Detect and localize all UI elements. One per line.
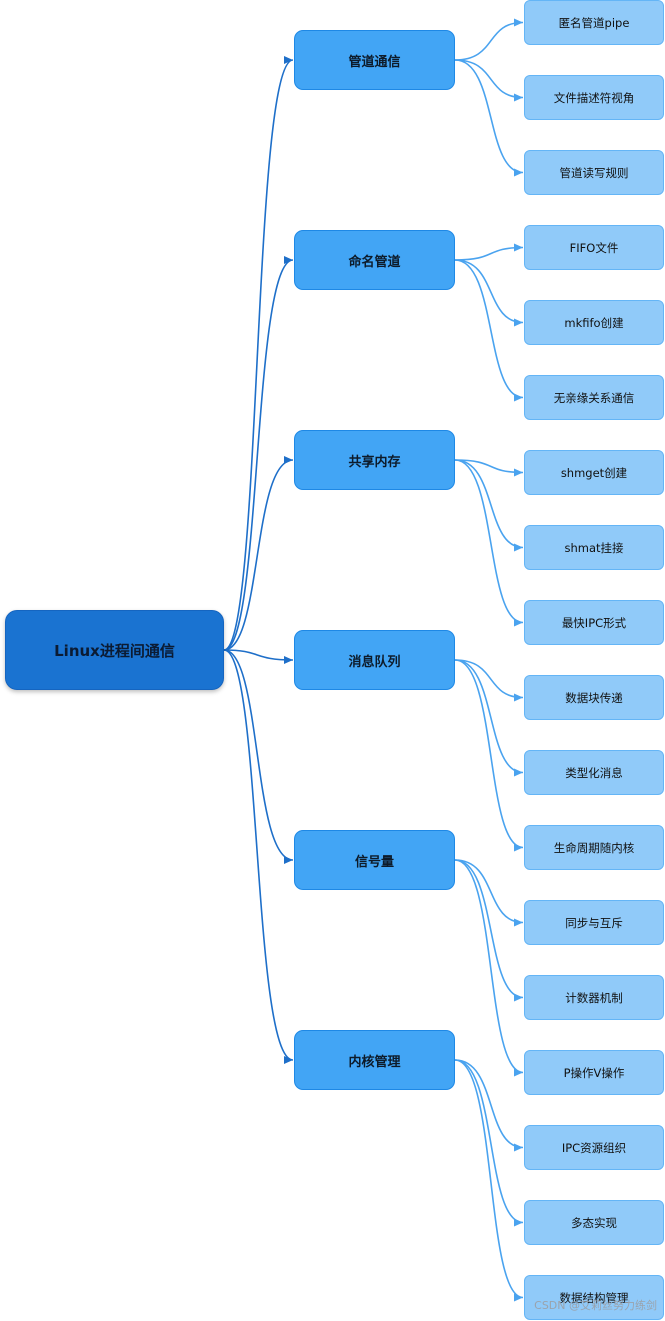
leaf-label: 匿名管道pipe (558, 15, 630, 30)
leaf-label: FIFO文件 (569, 240, 619, 255)
branch-to-leaf-connector (454, 659, 524, 852)
branch-to-leaf-connector (454, 259, 524, 402)
branch-label: 消息队列 (348, 654, 401, 670)
leaf-node: 最快IPC形式 (524, 600, 664, 645)
leaf-label: 计数器机制 (565, 990, 623, 1005)
branch-to-leaf-connector (454, 59, 524, 177)
leaf-label: 生命周期随内核 (553, 840, 635, 855)
branch-label: 共享内存 (348, 454, 401, 470)
branch-to-leaf-connector (454, 1059, 524, 1152)
leaf-label: mkfifo创建 (564, 315, 624, 330)
leaf-label: 多态实现 (571, 1215, 617, 1230)
branch-to-leaf-connector (454, 459, 524, 477)
leaf-node: FIFO文件 (524, 225, 664, 270)
leaf-label: 数据块传递 (565, 690, 623, 705)
branch-to-leaf-connector (454, 243, 524, 261)
leaf-label: shmget创建 (560, 465, 628, 480)
leaf-node: 匿名管道pipe (524, 0, 664, 45)
root-node: Linux进程间通信 (5, 610, 224, 690)
branch-node-shared-memory: 共享内存 (294, 430, 455, 490)
branch-to-leaf-connector (454, 859, 524, 1002)
branch-node-semaphore: 信号量 (294, 830, 455, 890)
branch-label: 信号量 (354, 854, 394, 870)
leaf-node: 管道读写规则 (524, 150, 664, 195)
leaf-label: 文件描述符视角 (553, 90, 635, 105)
leaf-node: 生命周期随内核 (524, 825, 664, 870)
leaf-node: IPC资源组织 (524, 1125, 664, 1170)
leaf-label: 管道读写规则 (559, 165, 629, 180)
leaf-label: 最快IPC形式 (561, 615, 627, 630)
branch-label: 管道通信 (348, 54, 401, 70)
root-to-branch-connector (223, 649, 294, 1064)
branch-label: 命名管道 (348, 254, 401, 270)
watermark: CSDN @艾莉丝努力练剑 (534, 1299, 657, 1312)
leaf-label: shmat挂接 (564, 540, 624, 555)
leaf-node: 数据结构管理 (524, 1275, 664, 1320)
leaf-node: 数据块传递 (524, 675, 664, 720)
branch-label: 内核管理 (348, 1054, 401, 1070)
branch-to-leaf-connector (454, 659, 524, 777)
leaf-node: 多态实现 (524, 1200, 664, 1245)
branch-node-named-pipe: 命名管道 (294, 230, 455, 290)
leaf-label: 同步与互斥 (565, 915, 623, 930)
leaf-label: 数据结构管理 (559, 1290, 629, 1305)
branch-to-leaf-connector (454, 259, 524, 327)
root-to-branch-connector (223, 456, 294, 651)
branch-to-leaf-connector (454, 459, 524, 552)
branch-node-kernel-management: 内核管理 (294, 1030, 455, 1090)
leaf-node: 同步与互斥 (524, 900, 664, 945)
branch-to-leaf-connector (454, 1059, 524, 1302)
leaf-label: 类型化消息 (565, 765, 623, 780)
branch-to-leaf-connector (454, 18, 524, 61)
leaf-node: 无亲缘关系通信 (524, 375, 664, 420)
root-to-branch-connector (223, 649, 294, 664)
branch-to-leaf-connector (454, 859, 524, 927)
root-to-branch-connector (223, 56, 294, 651)
branch-to-leaf-connector (454, 1059, 524, 1227)
leaf-node: 文件描述符视角 (524, 75, 664, 120)
root-to-branch-connector (223, 256, 294, 651)
root-to-branch-connector (223, 649, 294, 864)
branch-to-leaf-connector (454, 659, 524, 702)
branch-to-leaf-connector (454, 859, 524, 1077)
branch-to-leaf-connector (454, 459, 524, 627)
branch-to-leaf-connector (454, 59, 524, 102)
leaf-label: P操作V操作 (563, 1065, 625, 1080)
leaf-node: P操作V操作 (524, 1050, 664, 1095)
leaf-node: mkfifo创建 (524, 300, 664, 345)
leaf-node: 计数器机制 (524, 975, 664, 1020)
leaf-node: shmat挂接 (524, 525, 664, 570)
leaf-label: IPC资源组织 (561, 1140, 627, 1155)
leaf-node: shmget创建 (524, 450, 664, 495)
leaf-node: 类型化消息 (524, 750, 664, 795)
branch-node-message-queue: 消息队列 (294, 630, 455, 690)
branch-node-pipe: 管道通信 (294, 30, 455, 90)
root-label: Linux进程间通信 (54, 641, 175, 660)
leaf-label: 无亲缘关系通信 (553, 390, 635, 405)
